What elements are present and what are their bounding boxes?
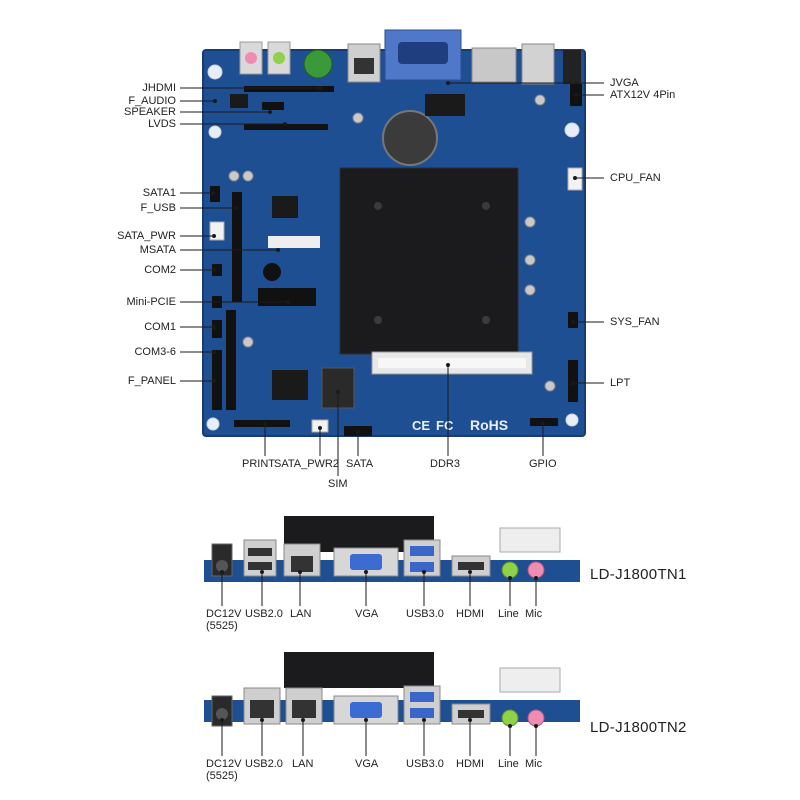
label-atx12v: ATX12V 4Pin	[610, 89, 676, 101]
label-msata: MSATA	[139, 244, 176, 256]
mounting-holes	[206, 64, 580, 431]
capacitors	[228, 94, 556, 392]
silkscreen-ce: CE	[412, 418, 430, 433]
panel2-model: LD-J1800TN2	[590, 719, 687, 736]
label-sata1: SATA1	[142, 187, 176, 199]
panel1-usb3: USB3.0	[406, 608, 444, 620]
silkscreen-rohs: RoHS	[470, 417, 508, 433]
label-speaker: SPEAKER	[124, 106, 176, 118]
label-f-audio: F_AUDIO	[128, 95, 176, 107]
label-sata: SATA	[346, 458, 374, 470]
panel1-hdmi: HDMI	[456, 608, 485, 620]
label-jhdmi: JHDMI	[142, 82, 176, 94]
panel1-line: Line	[498, 608, 519, 620]
panel1-5525: (5525)	[206, 620, 238, 632]
panel2-usb3: USB3.0	[406, 758, 444, 770]
label-lpt: LPT	[610, 377, 631, 389]
panel2-leaders	[220, 718, 538, 756]
panel2-5525: (5525)	[206, 770, 238, 782]
panel1-leaders	[220, 570, 538, 606]
label-com1: COM1	[144, 321, 176, 333]
label-sata-pwr: SATA_PWR	[117, 230, 176, 242]
ddr3-slot	[371, 351, 533, 375]
label-sata-pwr2: SATA_PWR2	[274, 458, 339, 470]
rear-io-top	[239, 29, 581, 85]
msata-slot	[268, 236, 320, 248]
label-mini-pcie: Mini-PCIE	[126, 296, 176, 308]
label-ddr3: DDR3	[430, 458, 460, 470]
cmos-battery	[382, 110, 438, 166]
panel1-lan: LAN	[290, 608, 312, 620]
silkscreen-fc: FC	[436, 418, 454, 433]
panel1-dc12v: DC12V	[206, 608, 242, 620]
leader-lines	[180, 81, 604, 476]
panel2-mic: Mic	[525, 758, 543, 770]
panel2-vga: VGA	[355, 758, 379, 770]
label-gpio: GPIO	[529, 458, 557, 470]
buzzer	[263, 263, 281, 281]
chips	[230, 94, 465, 400]
label-jvga: JVGA	[610, 77, 639, 89]
label-sim: SIM	[328, 478, 348, 490]
panel2-line: Line	[498, 758, 519, 770]
label-lvds: LVDS	[148, 118, 176, 130]
label-f-panel: F_PANEL	[127, 375, 176, 387]
cpu-heatsink	[339, 167, 519, 355]
rear-panel-1	[204, 516, 580, 582]
label-f-usb: F_USB	[140, 202, 176, 214]
panel1-vga: VGA	[355, 608, 379, 620]
label-print: PRINT	[242, 458, 275, 470]
label-cpu-fan: CPU_FAN	[610, 172, 661, 184]
panel1-usb2: USB2.0	[245, 608, 283, 620]
panel2-hdmi: HDMI	[456, 758, 485, 770]
rear-panel-2	[204, 652, 580, 727]
panel1-mic: Mic	[525, 608, 543, 620]
label-sys-fan: SYS_FAN	[610, 316, 660, 328]
panel1-model: LD-J1800TN1	[590, 566, 687, 583]
label-com2: COM2	[144, 264, 176, 276]
label-com3-6: COM3-6	[134, 346, 176, 358]
panel2-usb2: USB2.0	[245, 758, 283, 770]
panel2-lan: LAN	[292, 758, 314, 770]
panel2-dc12v: DC12V	[206, 758, 242, 770]
